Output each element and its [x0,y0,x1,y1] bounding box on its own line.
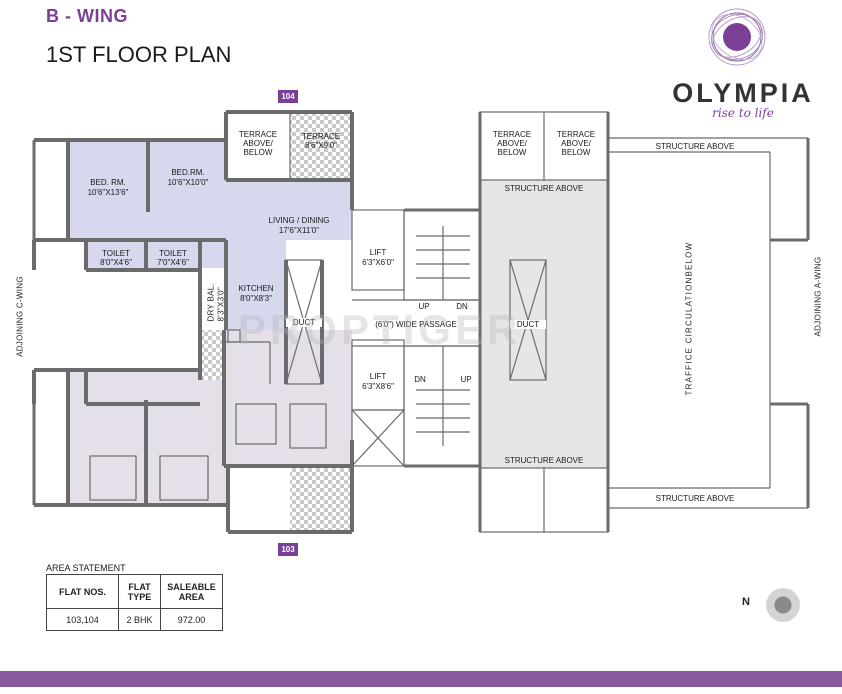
dry-balcony-name: DRY BAL. [206,282,216,322]
area-statement-table: FLAT NOS. FLAT TYPE SALEABLE AREA 103,10… [46,574,223,631]
bed-room-2-name: BED.RM. [171,168,205,177]
cell-saleable-area: 972.00 [160,608,223,631]
stair-up-1: UP [418,302,430,311]
brand-logo: OLYMPIA rise to life [668,6,828,121]
adjoining-a-wing: ADJOINING A-WING [813,256,823,337]
cell-flat-nos: 103,104 [46,608,119,631]
kitchen-size: 8'0"X8'3" [240,294,272,303]
table-row: 103,104 2 BHK 972.00 [46,608,223,631]
compass: N [742,588,812,622]
toilet-2-size: 7'0"X4'6" [157,258,189,267]
lift-2-size: 6'3"X8'6" [362,382,394,391]
flat-tag-103: 103 [278,543,298,556]
duct-2-label: DUCT [510,320,546,330]
toilet-2-name: TOILET [159,249,187,258]
floor-plan: 104 103 TERRACE ABOVE/ BELOW TERRACE 8'6… [15,90,823,556]
cell-flat-type: 2 BHK [118,608,161,631]
logo-name: OLYMPIA [672,78,814,108]
duct-label: DUCT [286,318,322,328]
living-dining-size: 17'6"X11'0" [278,226,320,235]
terrace-above-3: TERRACE ABOVE/ BELOW [556,130,596,158]
structure-above-4: STRUCTURE ABOVE [655,494,735,503]
structure-above-1: STRUCTURE ABOVE [504,184,584,193]
area-statement-title: AREA STATEMENT [46,563,126,573]
lift-1-size: 6'3"X6'0" [362,258,394,267]
floor-plan-drawing [32,110,810,534]
bed-room-1-size: 10'6"X13'6" [87,188,129,197]
table-header-row: FLAT NOS. FLAT TYPE SALEABLE AREA [46,574,223,609]
structure-above-2: STRUCTURE ABOVE [504,456,584,465]
spiral-logo-icon [708,8,766,66]
kitchen-name: KITCHEN [238,284,274,293]
footer-bar [0,671,842,687]
dry-balcony-size: 8'3"X3'0" [216,286,226,322]
stair-dn-2: DN [414,375,426,384]
stair-up-2: UP [460,375,472,384]
compass-north-label: N [742,596,750,608]
passage-label: (6'0") WIDE PASSAGE [375,320,457,329]
flat-tag-104: 104 [278,90,298,103]
header-flat-nos: FLAT NOS. [46,574,119,609]
toilet-1-size: 8'0"X4'6" [100,258,132,267]
plan-title: 1ST FLOOR PLAN [46,42,232,67]
adjoining-c-wing: ADJOINING C-WING [15,276,25,357]
toilet-1-name: TOILET [102,249,130,258]
header-flat-type: FLAT TYPE [118,574,161,609]
header-saleable-area: SALEABLE AREA [160,574,223,609]
stair-dn-1: DN [456,302,468,311]
compass-dial-icon [766,588,800,622]
living-dining-name: LIVING / DINING [268,216,330,225]
logo-tagline: rise to life [712,106,774,120]
terrace-above-2: TERRACE ABOVE/ BELOW [492,130,532,158]
bed-room-1-name: BED. RM. [90,178,126,187]
watermark: PROPTIGER [238,306,522,353]
terrace-above-1: TERRACE ABOVE/ BELOW [238,130,278,158]
terrace-small: TERRACE 8'6"X9'0" [301,132,341,151]
traffic-circulation-label: TRAFFICE CIRCULATIONBELOW [684,241,694,396]
lift-2-name: LIFT [369,372,387,381]
lift-1-name: LIFT [369,248,387,257]
wing-title: B - WING [46,6,128,26]
bed-room-2-size: 10'6"X10'0" [167,178,209,187]
structure-above-3: STRUCTURE ABOVE [655,142,735,151]
